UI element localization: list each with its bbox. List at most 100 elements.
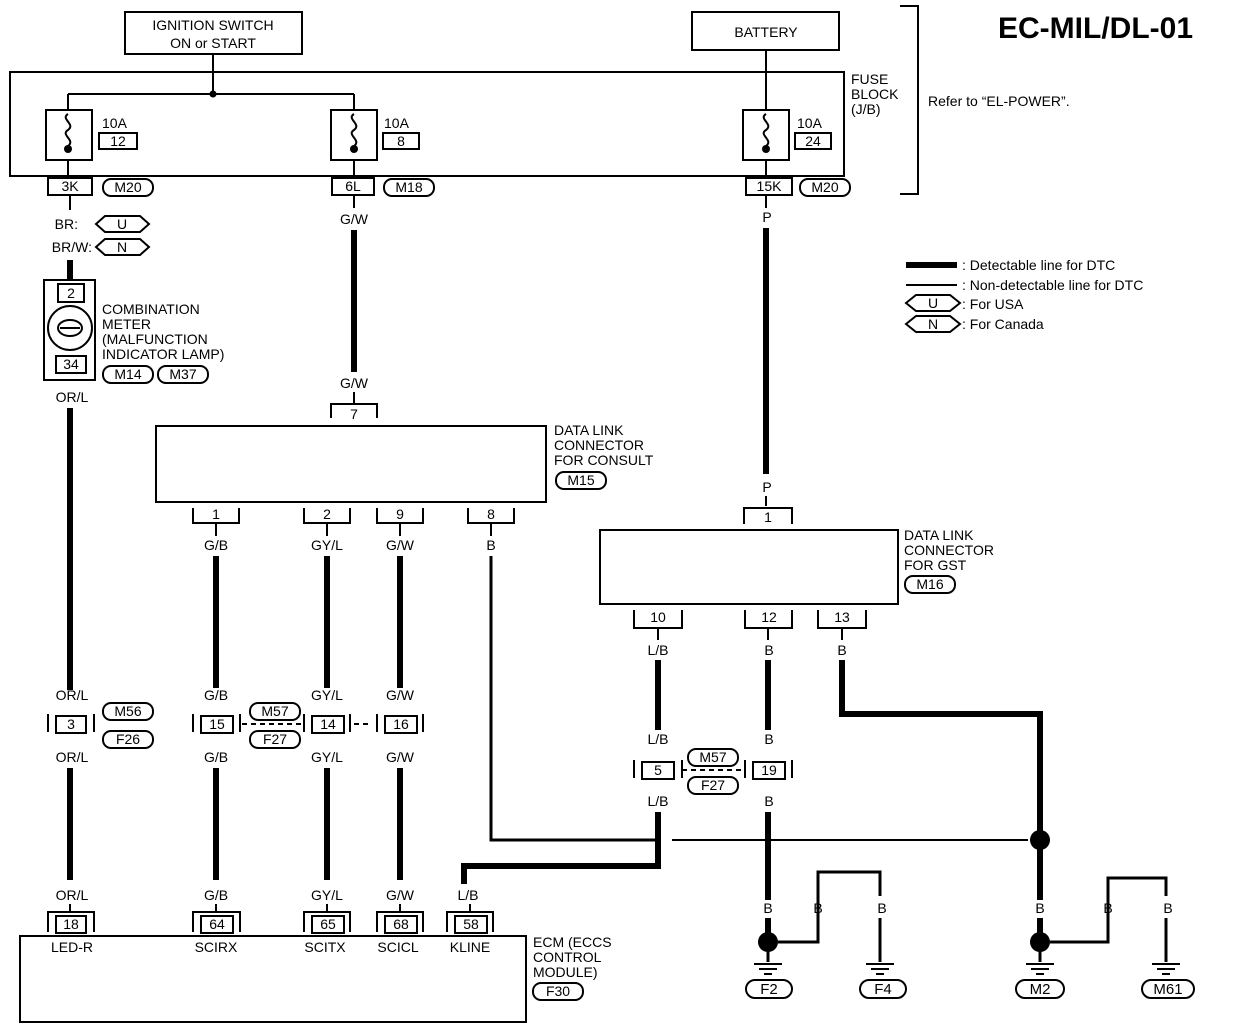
fuse-8-amps: 10A xyxy=(384,115,410,131)
legend-non-detectable: : Non-detectable line for DTC xyxy=(962,277,1143,293)
svg-text:B: B xyxy=(764,793,773,809)
svg-text:CONNECTOR: CONNECTOR xyxy=(904,542,994,558)
svg-text:SCITX: SCITX xyxy=(304,939,346,955)
fuse-block-label-3: (J/B) xyxy=(851,101,881,117)
svg-text:B: B xyxy=(764,642,773,658)
svg-text:GY/L: GY/L xyxy=(311,687,343,703)
svg-text:L/B: L/B xyxy=(457,887,478,903)
svg-text:7: 7 xyxy=(350,406,358,422)
svg-text:SCICL: SCICL xyxy=(377,939,418,955)
fuse-24-number: 24 xyxy=(805,133,821,149)
svg-text:F2: F2 xyxy=(760,981,778,998)
svg-text:B: B xyxy=(1163,900,1172,916)
svg-text:M15: M15 xyxy=(567,472,594,488)
svg-text:19: 19 xyxy=(761,762,777,778)
svg-text:13: 13 xyxy=(834,609,850,625)
svg-text:M14: M14 xyxy=(114,366,141,382)
svg-text:64: 64 xyxy=(209,916,225,932)
svg-text:F4: F4 xyxy=(874,981,892,998)
svg-text:G/B: G/B xyxy=(204,537,228,553)
ignition-label-2: ON or START xyxy=(170,35,256,51)
svg-text:INDICATOR LAMP): INDICATOR LAMP) xyxy=(102,346,224,362)
wire-brw: BR/W: xyxy=(52,239,92,255)
svg-text:18: 18 xyxy=(63,916,79,932)
svg-text:OR/L: OR/L xyxy=(56,687,89,703)
svg-text:U: U xyxy=(117,216,127,232)
gst-connector: 1 DATA LINK CONNECTOR FOR GST M16 10 12 … xyxy=(599,507,994,629)
svg-text:B: B xyxy=(486,537,495,553)
legend-detectable: : Detectable line for DTC xyxy=(962,257,1115,273)
svg-text:L/B: L/B xyxy=(647,793,668,809)
svg-text:M57: M57 xyxy=(261,703,288,719)
legend-usa: : For USA xyxy=(962,296,1024,312)
svg-text:14: 14 xyxy=(320,716,336,732)
svg-text:U: U xyxy=(928,295,938,311)
ground-icon xyxy=(1026,963,1054,975)
svg-text:10: 10 xyxy=(650,609,666,625)
consult-connector: 7 DATA LINK CONNECTOR FOR CONSULT M15 1 … xyxy=(155,403,654,524)
svg-text:15K: 15K xyxy=(757,178,783,194)
svg-text:B: B xyxy=(764,731,773,747)
svg-text:N: N xyxy=(117,239,127,255)
svg-text:M16: M16 xyxy=(916,576,943,592)
fuse-block-label-1: FUSE xyxy=(851,71,888,87)
svg-text:12: 12 xyxy=(761,609,777,625)
svg-text:MODULE): MODULE) xyxy=(533,964,598,980)
svg-text:GY/L: GY/L xyxy=(311,749,343,765)
left-junction-row: OR/L G/B GY/L G/W 3 M56 F26 15 M57 F27 1… xyxy=(47,687,424,765)
svg-text:CONTROL: CONTROL xyxy=(533,949,602,965)
lamp-icon xyxy=(57,319,84,337)
svg-text:M61: M61 xyxy=(1153,981,1182,998)
svg-text:G/W: G/W xyxy=(386,887,415,903)
svg-text:B: B xyxy=(877,900,886,916)
svg-text:9: 9 xyxy=(396,506,404,522)
wire-orl-top: OR/L xyxy=(56,389,89,405)
ground-icon xyxy=(1152,963,1180,975)
svg-text:(MALFUNCTION: (MALFUNCTION xyxy=(102,331,208,347)
svg-text:5: 5 xyxy=(654,762,662,778)
svg-text:15: 15 xyxy=(209,716,225,732)
svg-text:G/B: G/B xyxy=(204,687,228,703)
fuse-block-refer: Refer to “EL-POWER”. xyxy=(928,93,1070,109)
ground-f2-f4: B B B F2 F4 xyxy=(745,870,907,999)
svg-text:G/W: G/W xyxy=(386,749,415,765)
svg-text:G/W: G/W xyxy=(340,375,369,391)
svg-text:FOR CONSULT: FOR CONSULT xyxy=(554,452,654,468)
svg-text:M20: M20 xyxy=(114,179,141,195)
svg-text:DATA LINK: DATA LINK xyxy=(554,422,624,438)
svg-text:58: 58 xyxy=(463,916,479,932)
svg-text:P: P xyxy=(762,479,771,495)
svg-text:METER: METER xyxy=(102,316,151,332)
svg-text:SCIRX: SCIRX xyxy=(195,939,238,955)
ignition-label-1: IGNITION SWITCH xyxy=(152,17,273,33)
ground-m2-m61: B B B M2 M61 xyxy=(1015,876,1195,999)
svg-text:KLINE: KLINE xyxy=(450,939,490,955)
ignition-switch-box: IGNITION SWITCH ON or START xyxy=(124,11,303,55)
combination-meter: 2 34 COMBINATION METER (MALFUNCTION INDI… xyxy=(43,279,224,384)
right-junction-row: L/B B 5 M57 F27 19 L/B B xyxy=(633,731,793,809)
wire-br: BR: xyxy=(55,216,78,232)
svg-text:M20: M20 xyxy=(811,179,838,195)
ecm-module: 18 64 65 68 58 LED-R SCIRX SCITX SCICL K… xyxy=(19,911,612,1023)
svg-text:1: 1 xyxy=(212,506,220,522)
svg-text:ECM (ECCS: ECM (ECCS xyxy=(533,934,612,950)
fuse-8: 10A 8 xyxy=(330,109,420,161)
fuse-12-amps: 10A xyxy=(102,115,128,131)
svg-text:8: 8 xyxy=(487,506,495,522)
svg-text:G/B: G/B xyxy=(204,749,228,765)
svg-text:LED-R: LED-R xyxy=(51,939,93,955)
svg-text:G/W: G/W xyxy=(340,211,369,227)
svg-text:3K: 3K xyxy=(61,178,79,194)
svg-text:B: B xyxy=(1103,900,1112,916)
svg-text:68: 68 xyxy=(393,916,409,932)
svg-text:2: 2 xyxy=(67,285,75,301)
svg-text:CONNECTOR: CONNECTOR xyxy=(554,437,644,453)
fuse-24: 10A 24 xyxy=(742,109,832,161)
battery-box: BATTERY xyxy=(691,11,840,51)
ground-icon xyxy=(754,963,782,975)
legend-canada: : For Canada xyxy=(962,316,1044,332)
fuse-block-label-2: BLOCK xyxy=(851,86,899,102)
fuse-8-number: 8 xyxy=(397,133,405,149)
ground-icon xyxy=(866,963,894,975)
